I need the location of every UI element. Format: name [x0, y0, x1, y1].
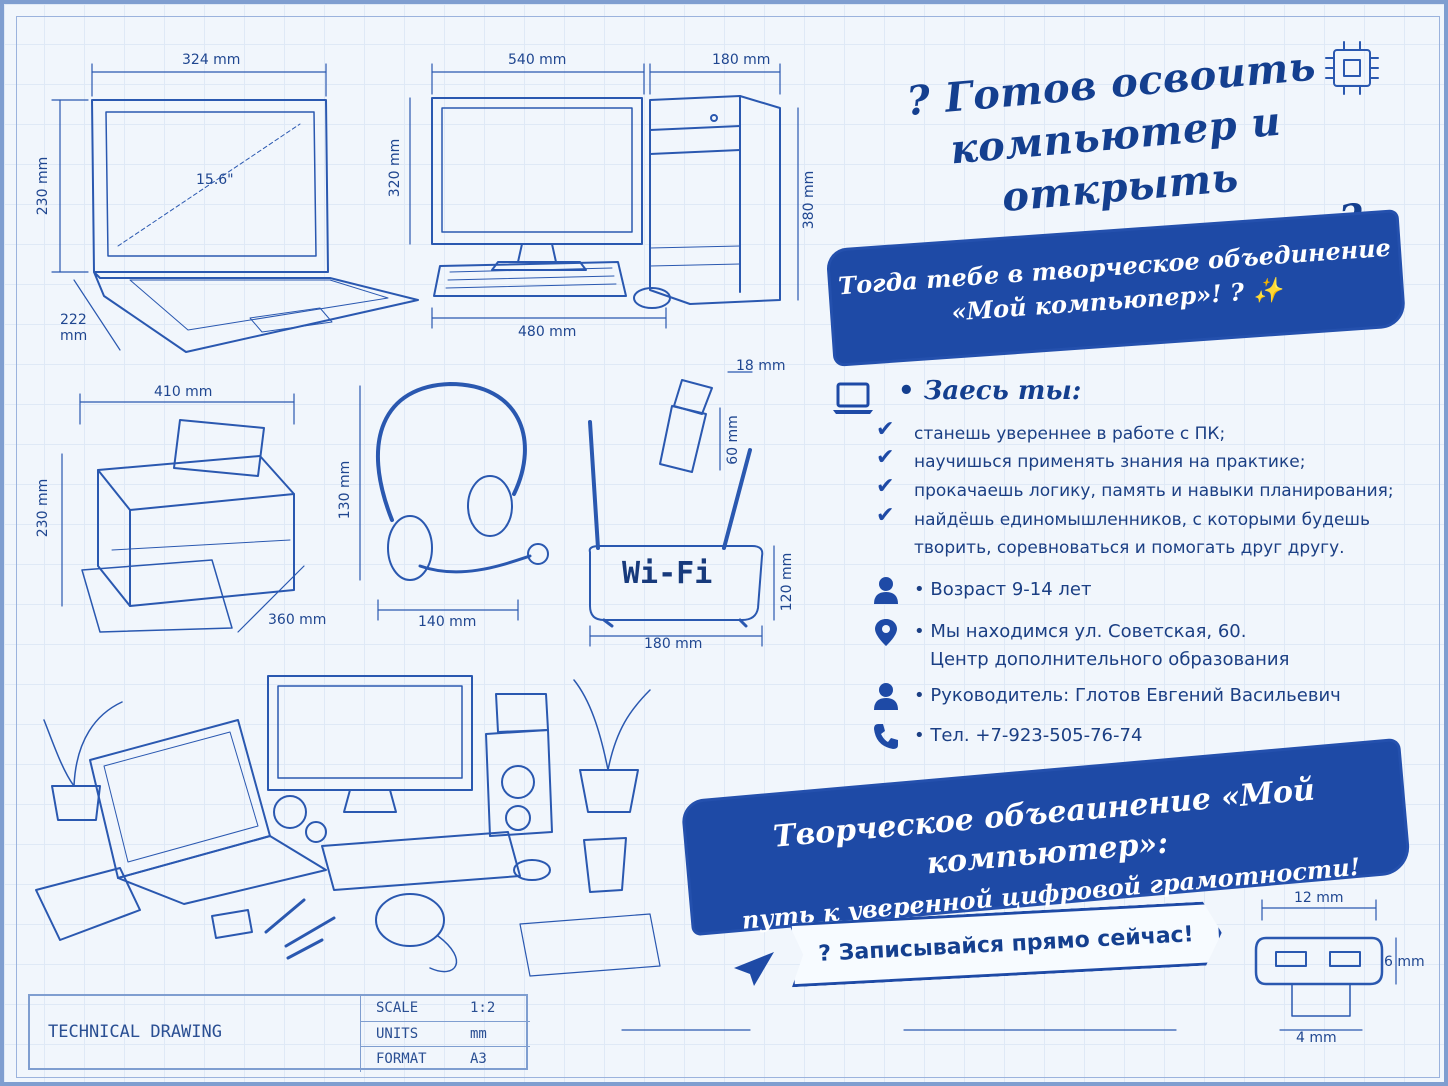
laptop-icon — [833, 382, 873, 414]
monitor-width-label: 540 mm — [508, 52, 567, 68]
laptop-drawing — [91, 99, 419, 353]
benefit-item: ✔ научишься применять знания на практике… — [876, 445, 1306, 476]
title-block: TECHNICAL DRAWING SCALE 1:2 UNITS mm FOR… — [28, 994, 530, 1072]
benefit-text: найдёшь единомышленников, с которыми буд… — [914, 510, 1370, 530]
laptop-depth-label: 222 mm — [60, 312, 88, 344]
signup-call-to-action-label: ? Записывайся прямо сейчас! — [817, 921, 1195, 967]
port-width-label: 12 mm — [1294, 890, 1344, 906]
keyboard-width-label: 480 mm — [518, 324, 577, 340]
phone-text: • Тел. +7-923-505-76-74 — [914, 725, 1143, 746]
monitor-height-label: 320 mm — [387, 138, 404, 198]
address-line-1: • Мы находимся ул. Советская, 60. — [914, 621, 1247, 642]
desk-scene-drawing — [35, 675, 661, 977]
title-block-value: 1:2 — [470, 1000, 496, 1016]
headphones-drawing — [376, 382, 549, 581]
usb-width-label: 18 mm — [736, 358, 786, 374]
title-block-row: SCALE 1:2 — [360, 996, 530, 1021]
person-icon — [874, 683, 898, 710]
monitor-drawing — [431, 97, 671, 309]
router-height-label: 120 mm — [779, 552, 796, 612]
title-block-key: FORMAT — [376, 1051, 427, 1067]
title-block-key: UNITS — [376, 1026, 419, 1042]
title-block-row: UNITS mm — [360, 1021, 530, 1046]
info-age: • Возраст 9-14 лет — [872, 576, 1091, 604]
age-text: • Возраст 9-14 лет — [914, 579, 1092, 600]
title-block-value: mm — [470, 1026, 487, 1042]
printer-depth-label: 360 mm — [268, 612, 327, 628]
person-icon — [874, 577, 898, 604]
port-height-label: 6 mm — [1384, 954, 1425, 970]
benefit-text: творить, соревноваться и помогать друг д… — [914, 538, 1345, 558]
tower-width-label: 180 mm — [712, 52, 771, 68]
usb-stick-drawing — [659, 379, 713, 473]
laptop-width-label: 324 mm — [182, 52, 241, 68]
port-bottom-label: 4 mm — [1296, 1030, 1337, 1046]
benefits-title: • Зaесь ты: — [898, 376, 1082, 406]
sheet-frame — [16, 16, 1440, 1078]
checkmark-icon: ✔ — [876, 417, 895, 442]
tower-height-label: 380 mm — [801, 170, 818, 230]
paper-plane-icon — [734, 952, 774, 986]
info-phone: • Тел. +7-923-505-76-74 — [872, 722, 1142, 750]
benefit-text: научишься применять знания на практике; — [914, 452, 1306, 472]
title-block-divider — [360, 996, 361, 1072]
leader-text: • Руководитель: Глотов Евгений Васильеви… — [914, 685, 1341, 706]
headphones-height-label: 130 mm — [337, 460, 354, 520]
benefit-text: станешь увереннее в работе с ПК; — [914, 424, 1226, 444]
router-width-label: 180 mm — [644, 636, 703, 652]
usb-height-label: 60 mm — [724, 415, 741, 465]
laptop-screen-label: 15.6" — [196, 172, 234, 188]
phone-icon — [874, 724, 898, 749]
cpu-chip-icon — [1325, 41, 1379, 95]
benefit-text: прокачаешь логику, память и навыки плани… — [914, 481, 1394, 501]
info-address: • Мы находимся ул. Советская, 60. Центр … — [872, 618, 1289, 674]
router-drawing — [588, 420, 764, 628]
printer-width-label: 410 mm — [154, 384, 213, 400]
port-detail-drawing — [1254, 899, 1397, 1031]
router-wifi-label: Wi-Fi — [622, 556, 713, 591]
title-block-key: SCALE — [376, 1000, 419, 1016]
address-line-2: Центр дополнительного образования — [930, 649, 1290, 670]
benefit-item: ✔ станешь увереннее в работе с ПК; — [876, 417, 1226, 448]
printer-height-label: 230 mm — [35, 478, 52, 538]
benefit-item: ✔ прокачаешь логику, память и навыки пла… — [876, 474, 1394, 505]
benefit-item: ✔ найдёшь единомышленников, с которыми б… — [876, 503, 1370, 534]
address-text: • Мы находимся ул. Советская, 60. Центр … — [914, 618, 1289, 674]
pc-tower-drawing — [649, 95, 781, 305]
headphones-width-label: 140 mm — [418, 614, 477, 630]
title-block-main: TECHNICAL DRAWING — [48, 1022, 222, 1042]
laptop-height-label: 230 mm — [35, 156, 52, 216]
printer-drawing — [81, 419, 295, 633]
benefit-continuation: творить, соревноваться и помогать друг д… — [914, 534, 1345, 562]
checkmark-icon: ✔ — [876, 474, 895, 499]
title-block-row: FORMAT A3 — [360, 1046, 530, 1071]
title-block-value: A3 — [470, 1051, 487, 1067]
info-leader: • Руководитель: Глотов Евгений Васильеви… — [872, 682, 1341, 710]
location-pin-icon — [875, 619, 897, 646]
checkmark-icon: ✔ — [876, 503, 895, 528]
checkmark-icon: ✔ — [876, 445, 895, 470]
